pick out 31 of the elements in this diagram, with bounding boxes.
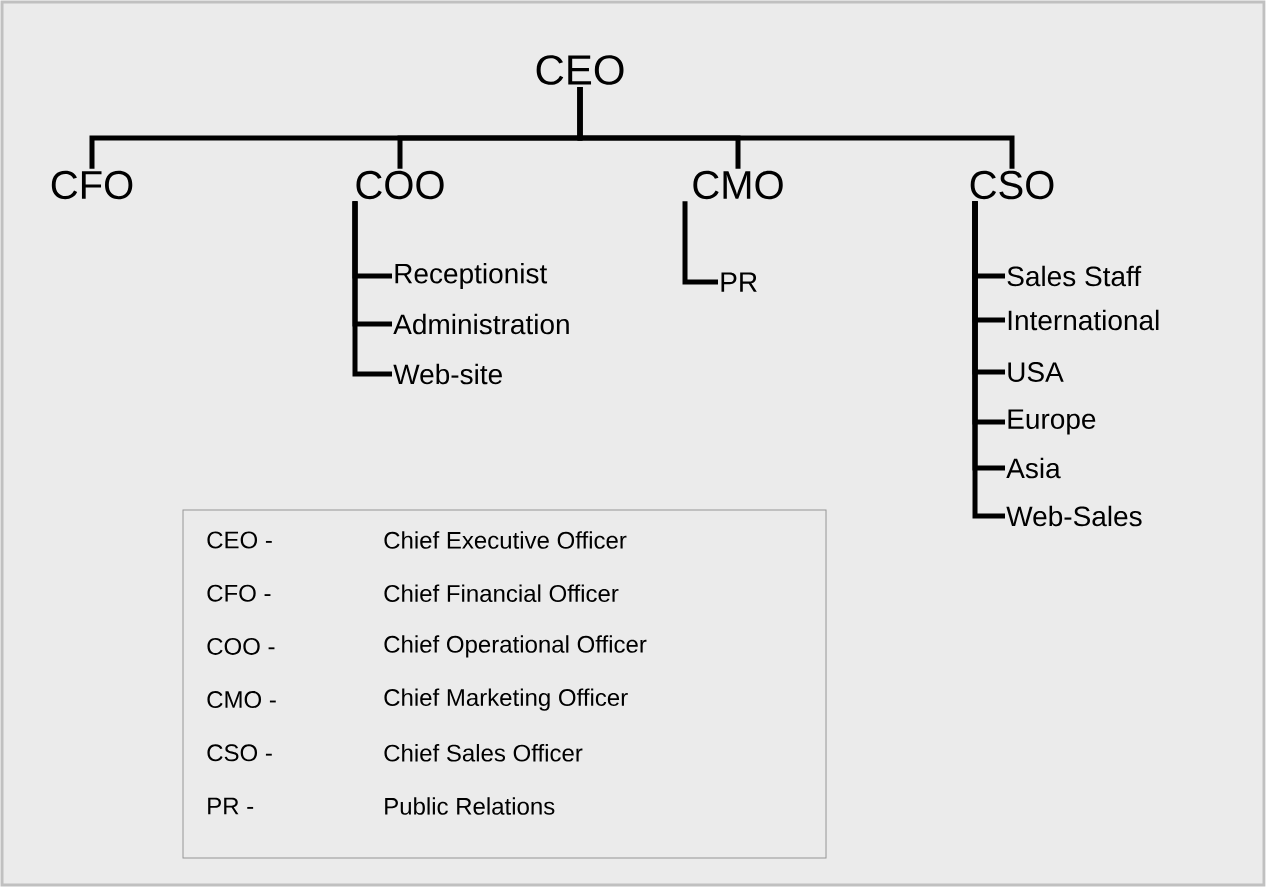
- staff-label: Receptionist: [395, 262, 548, 290]
- staff-label: USA: [1008, 362, 1064, 382]
- staff-label: Administration: [393, 313, 569, 335]
- connector-line: [972, 201, 1005, 519]
- connector-line: [352, 201, 392, 377]
- table-cell: Chief Operational Officer: [384, 635, 647, 658]
- role-title: CFO: [51, 170, 133, 200]
- role-title: CMO: [693, 170, 783, 200]
- connector-line: [577, 87, 1015, 169]
- table-cell: CMO -: [207, 691, 276, 709]
- staff-label: Web-site: [393, 363, 502, 385]
- table-cell: CEO -: [207, 531, 272, 549]
- staff-label: Sales Staff: [1007, 265, 1142, 287]
- role-title: CEO: [536, 55, 624, 85]
- table-cell: Chief Financial Officer: [384, 584, 619, 602]
- table-cell: CFO -: [207, 584, 271, 602]
- table-cell: CSO -: [207, 744, 272, 762]
- staff-label: Asia: [1006, 457, 1061, 479]
- table-cell: COO -: [207, 637, 275, 655]
- role-title: CSO: [970, 170, 1054, 200]
- table-cell: Public Relations: [385, 797, 555, 815]
- staff-label: PR: [721, 272, 757, 292]
- staff-label: Europe: [1008, 409, 1096, 435]
- connector-line: [682, 201, 718, 285]
- table-cell: PR -: [208, 797, 254, 815]
- table-cell: Chief Sales Officer: [384, 744, 583, 762]
- staff-label: International: [1008, 309, 1159, 331]
- staff-label: Web-Sales: [1006, 505, 1142, 527]
- table-cell: Chief Executive Officer: [384, 531, 627, 549]
- table-cell: Chief Marketing Officer: [384, 688, 628, 711]
- role-title: COO: [356, 170, 444, 200]
